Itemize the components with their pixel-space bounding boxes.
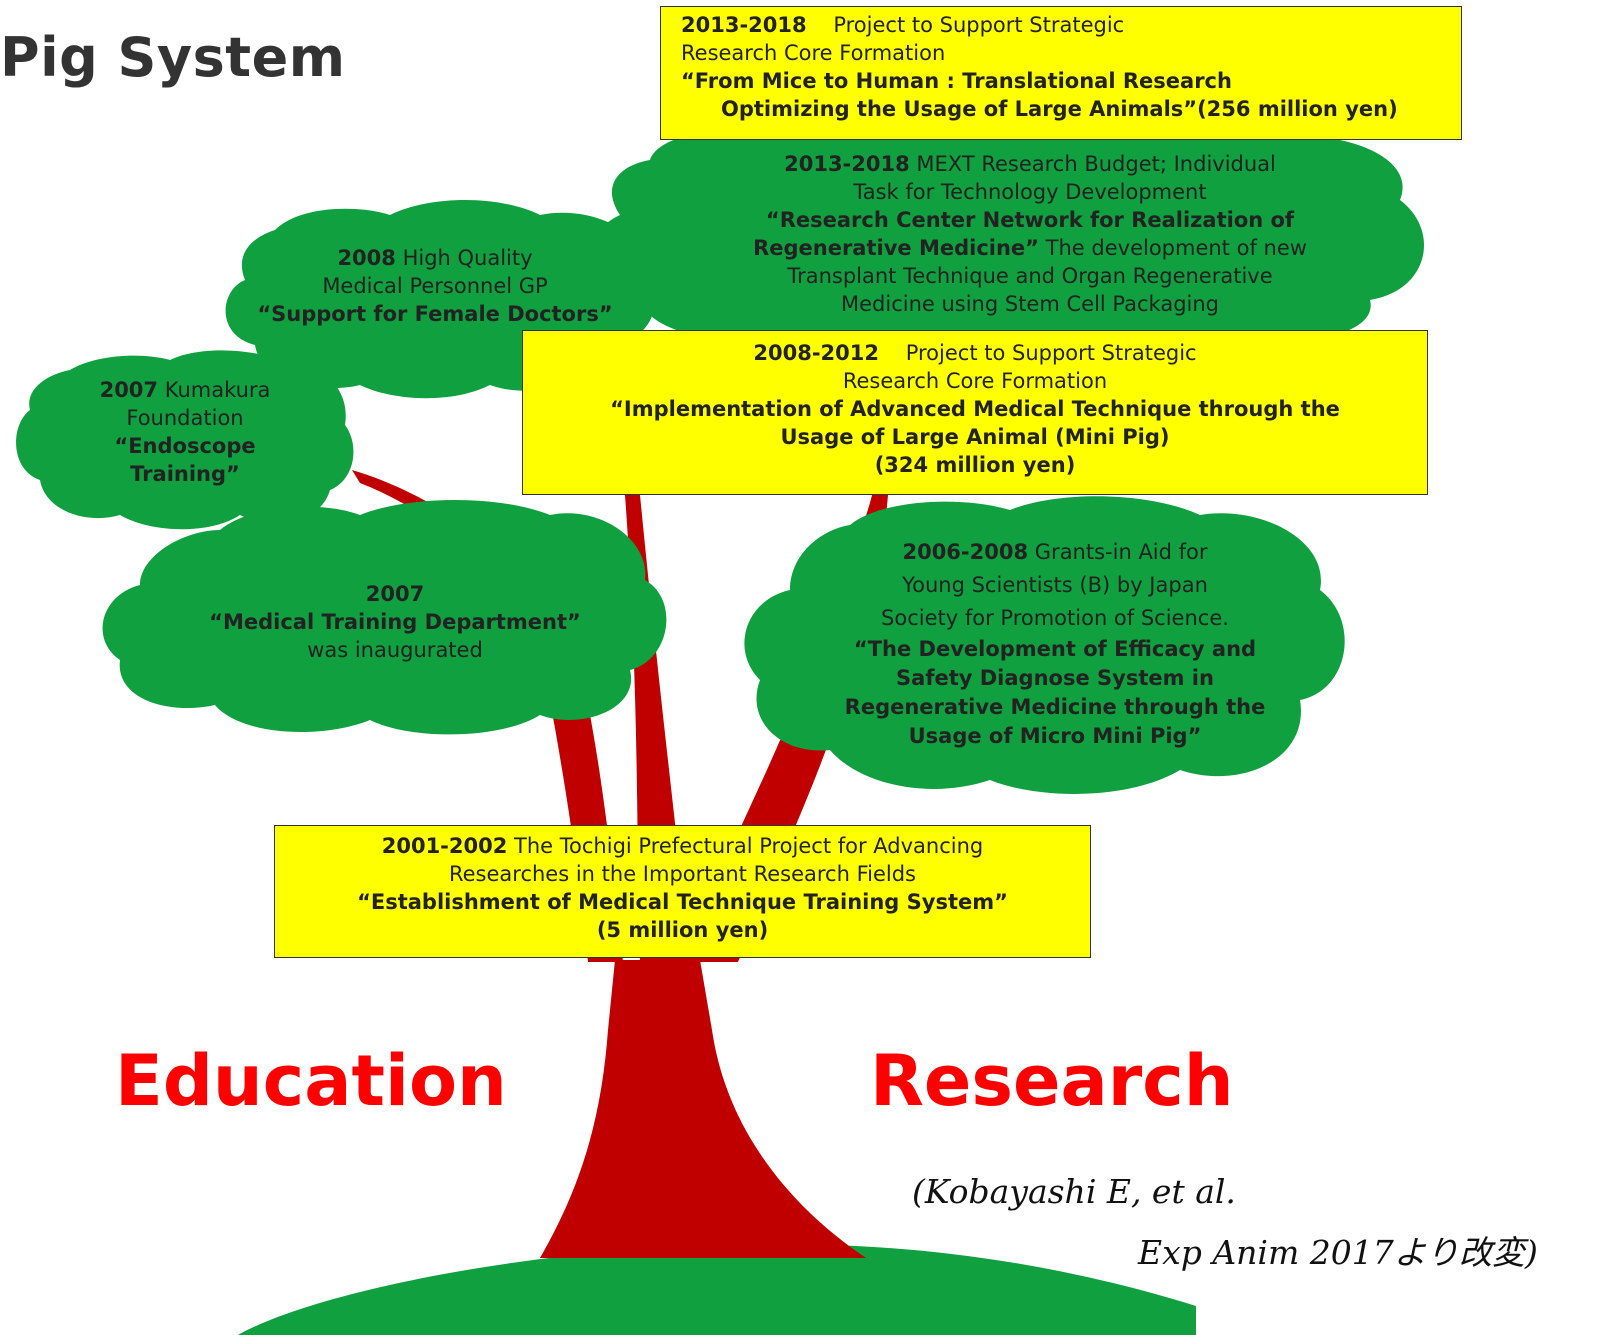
box-bottom-years: 2001-2002 [381, 834, 508, 858]
cloud-kumakura-text: 2007 Kumakura Foundation “Endoscope Trai… [50, 376, 320, 488]
box-top-line2: Research Core Formation [681, 41, 946, 65]
cloud-jsps-line5: Safety Diagnose System in [896, 666, 1214, 690]
cloud-jsps-line7: Usage of Micro Mini Pig” [908, 724, 1202, 748]
page-title: Pig System [0, 26, 346, 89]
cloud-mext-line3: “Research Center Network for Realization… [765, 208, 1295, 232]
cloud-2008-line1: High Quality [402, 246, 533, 270]
box-top-years: 2013-2018 [681, 13, 807, 37]
cloud-2008-line3: “Support for Female Doctors” [257, 302, 613, 326]
box-top-2013: 2013-2018 Project to Support Strategic R… [660, 6, 1462, 140]
education-label: Education [115, 1040, 507, 1122]
cloud-2007-years: 2007 [365, 582, 425, 606]
box-bottom-2001: 2001-2002 The Tochigi Prefectural Projec… [274, 825, 1091, 958]
cloud-2007 [102, 500, 667, 735]
cloud-2008-text: 2008 High Quality Medical Personnel GP “… [235, 244, 635, 328]
cloud-mext-line4-bold: Regenerative Medicine” [753, 236, 1039, 260]
box-mid-2008: 2008-2012 Project to Support Strategic R… [522, 330, 1428, 495]
cloud-mext-line2: Task for Technology Development [853, 180, 1207, 204]
ground-hill [238, 1243, 1196, 1335]
cloud-mext-line1: MEXT Research Budget; Individual [916, 152, 1276, 176]
cloud-kumakura-line2: Foundation [126, 406, 244, 430]
cloud-jsps-line3: Society for Promotion of Science. [881, 606, 1229, 630]
cloud-jsps-line1: Grants-in Aid for [1034, 540, 1208, 564]
box-mid-line1: Project to Support Strategic [905, 341, 1197, 365]
research-label: Research [870, 1040, 1234, 1122]
box-top-line4: Optimizing the Usage of Large Animals”(2… [721, 97, 1398, 121]
box-mid-years: 2008-2012 [753, 341, 879, 365]
box-mid-line4: Usage of Large Animal (Mini Pig) [780, 425, 1170, 449]
cloud-kumakura-line1: Kumakura [164, 378, 271, 402]
box-bottom-line2: Researches in the Important Research Fie… [448, 862, 916, 886]
cloud-kumakura [16, 350, 354, 530]
box-top-line3: “From Mice to Human : Translational Rese… [681, 69, 1232, 93]
box-mid-line3: “Implementation of Advanced Medical Tech… [610, 397, 1340, 421]
cloud-2007-line1: “Medical Training Department” [209, 610, 581, 634]
box-mid-line5: (324 million yen) [874, 453, 1076, 477]
cloud-mext-years: 2013-2018 [784, 152, 910, 176]
cloud-jsps-line6: Regenerative Medicine through the [844, 695, 1266, 719]
box-bottom-line1: The Tochigi Prefectural Project for Adva… [514, 834, 984, 858]
tree-trunk [540, 960, 866, 1258]
box-top-line1: Project to Support Strategic [833, 13, 1125, 37]
cloud-2007-text: 2007 “Medical Training Department” was i… [160, 580, 630, 664]
cloud-mext-line6: Medicine using Stem Cell Packaging [840, 292, 1220, 316]
cloud-jsps-line2: Young Scientists (B) by Japan [902, 573, 1208, 597]
cloud-kumakura-years: 2007 [99, 378, 159, 402]
cloud-jsps-years: 2006-2008 [902, 540, 1029, 564]
citation-line1: (Kobayashi E, et al. [912, 1172, 1236, 1211]
cloud-jsps [744, 496, 1345, 794]
box-bottom-line4: (5 million yen) [596, 918, 769, 942]
cloud-mext-line4-rest: The development of new [1045, 236, 1307, 260]
cloud-kumakura-line4: Training” [130, 462, 240, 486]
cloud-2008-years: 2008 [337, 246, 396, 270]
citation-line2: Exp Anim 2017より改変) [1138, 1233, 1538, 1272]
cloud-mext [593, 123, 1424, 353]
box-mid-line2: Research Core Formation [842, 369, 1108, 393]
cloud-2008-line2: Medical Personnel GP [322, 274, 548, 298]
cloud-kumakura-line3: “Endoscope [114, 434, 256, 458]
cloud-jsps-line4: “The Development of Efficacy and [853, 637, 1257, 661]
cloud-mext-line5: Transplant Technique and Organ Regenerat… [787, 264, 1273, 288]
box-bottom-line3: “Establishment of Medical Technique Trai… [357, 890, 1008, 914]
cloud-mext-text: 2013-2018 MEXT Research Budget; Individu… [650, 150, 1410, 318]
cloud-2007-line2: was inaugurated [307, 638, 483, 662]
cloud-jsps-text: 2006-2008 Grants-in Aid for Young Scient… [790, 536, 1320, 751]
